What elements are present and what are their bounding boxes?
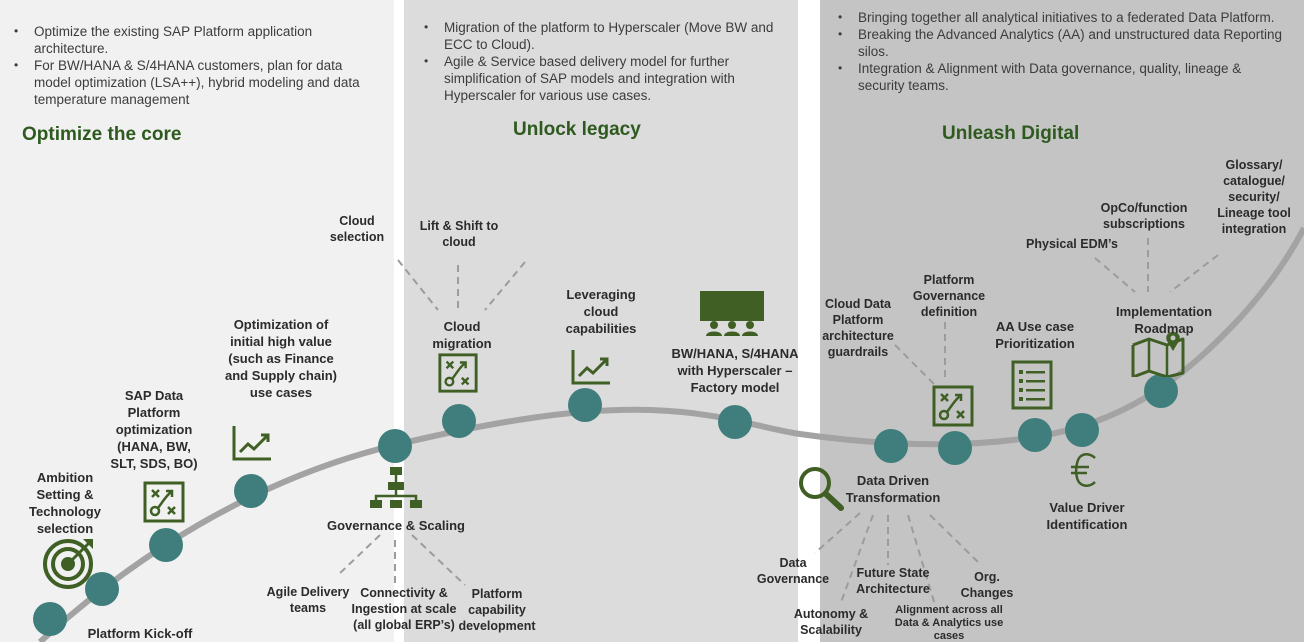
milestone-dot-cloud-migration <box>442 404 476 438</box>
bullet: For BW/HANA & S/4HANA customers, plan fo… <box>14 57 364 108</box>
milestone-dot-implementation <box>1144 374 1178 408</box>
label-optimization-use-cases: Optimization of initial high value (such… <box>225 317 337 400</box>
label-leveraging-cloud: Leveraging cloud capabilities <box>565 287 637 336</box>
label-value-driver: Value Driver Identification <box>1046 500 1128 532</box>
label-cloud-guardrails: Cloud Data Platform architecture guardra… <box>822 297 894 359</box>
label-aa-use-case: AA Use case Prioritization <box>995 319 1075 351</box>
phase-panel-unleash-digital <box>820 0 1304 642</box>
milestone-dot-aa-use-case <box>1018 418 1052 452</box>
phase-title-optimize-core: Optimize the core <box>22 124 182 145</box>
label-org-changes: Org. Changes <box>960 570 1014 600</box>
roadmap-curve <box>37 226 1304 642</box>
phase-title-unlock-legacy: Unlock legacy <box>513 119 641 140</box>
label-physical-edm: Physical EDM’s <box>1026 237 1118 251</box>
strategy-board-icon <box>932 385 974 427</box>
strategy-board-icon <box>438 353 478 393</box>
magnifier-icon <box>799 467 844 511</box>
label-platform-kickoff: Platform Kick-off <box>87 626 193 641</box>
milestone-dot-leveraging-cloud <box>568 388 602 422</box>
label-future-state: Future State Architecture <box>856 566 930 596</box>
phase-title-unleash-digital: Unleash Digital <box>942 123 1080 144</box>
label-sap-platform-optimization: SAP Data Platform optimization (HANA, BW… <box>110 388 198 471</box>
presentation-board-icon <box>700 291 764 336</box>
label-agile-delivery: Agile Delivery teams <box>266 585 350 615</box>
bullet: Optimize the existing SAP Platform appli… <box>14 23 364 57</box>
phase-1-bullets: Optimize the existing SAP Platform appli… <box>14 23 364 108</box>
label-platform-capability: Platform capability development <box>458 587 536 633</box>
line-chart-icon <box>571 350 610 385</box>
bullet: Breaking the Advanced Analytics (AA) and… <box>838 26 1288 60</box>
label-ambition-setting: Ambition Setting & Technology selection <box>29 470 101 536</box>
phase-3-bullets: Bringing together all analytical initiat… <box>838 9 1288 94</box>
label-lift-shift: Lift & Shift to cloud <box>419 219 499 249</box>
label-cloud-migration: Cloud migration <box>432 319 492 351</box>
roadmap-map-icon <box>1131 332 1185 377</box>
label-implementation-roadmap: Implementation Roadmap <box>1115 304 1213 336</box>
milestone-dot-cloud-guardrails <box>874 429 908 463</box>
bullet: Migration of the platform to Hyperscaler… <box>424 19 784 53</box>
milestone-dot-kickoff <box>33 602 67 636</box>
euro-icon <box>1071 453 1096 487</box>
milestone-dot-sap-platform <box>149 528 183 562</box>
org-hierarchy-icon <box>370 467 422 508</box>
label-data-driven-transformation: Data Driven Transformation <box>845 473 941 505</box>
label-autonomy: Autonomy & Scalability <box>793 607 869 637</box>
phase-2-bullets: Migration of the platform to Hyperscaler… <box>424 19 784 104</box>
connector-lines <box>337 238 1219 606</box>
target-icon <box>43 539 93 589</box>
bullet: Agile & Service based delivery model for… <box>424 53 784 104</box>
bullet: Bringing together all analytical initiat… <box>838 9 1288 26</box>
label-glossary-catalogue: Glossary/ catalogue/ security/ Lineage t… <box>1217 158 1291 236</box>
label-opco-subscriptions: OpCo/function subscriptions <box>1100 201 1188 231</box>
checklist-icon <box>1011 360 1053 410</box>
milestone-dot-value-driver <box>1065 413 1099 447</box>
label-governance-scaling: Governance & Scaling <box>327 518 465 533</box>
milestone-dot-governance <box>378 429 412 463</box>
milestone-dot-bw-hana <box>718 405 752 439</box>
strategy-board-icon <box>143 481 185 523</box>
bullet: Integration & Alignment with Data govern… <box>838 60 1288 94</box>
label-cloud-selection: Cloud selection <box>329 214 385 244</box>
line-chart-icon <box>232 426 271 461</box>
label-connectivity: Connectivity & Ingestion at scale (all g… <box>351 586 457 632</box>
label-platform-governance: Platform Governance definition <box>912 273 986 319</box>
label-bw-hana-factory: BW/HANA, S/4HANA with Hyperscaler – Fact… <box>671 346 799 395</box>
milestone-dot-ambition <box>85 572 119 606</box>
milestone-dot-platform-governance <box>938 431 972 465</box>
label-alignment: Alignment across all Data & Analytics us… <box>894 604 1004 642</box>
milestone-dot-optimization <box>234 474 268 508</box>
label-data-governance: Data Governance <box>756 556 830 586</box>
